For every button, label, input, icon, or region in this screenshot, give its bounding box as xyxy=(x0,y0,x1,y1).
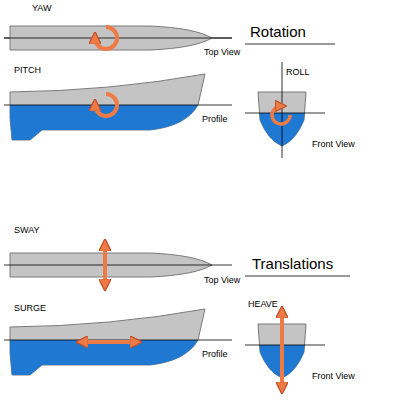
rotation-arrow xyxy=(95,27,117,49)
motion-label: YAW xyxy=(32,4,52,14)
view-label: Front View xyxy=(312,372,355,382)
hull-profile xyxy=(10,309,205,375)
view-label: Profile xyxy=(202,115,228,125)
center-line xyxy=(4,265,232,266)
heading-rule xyxy=(245,44,335,45)
view-label: Profile xyxy=(202,350,228,360)
motion-label: SURGE xyxy=(14,304,46,314)
view-label: Top View xyxy=(204,48,240,58)
water-line xyxy=(245,345,325,346)
vertical-axis xyxy=(282,312,283,390)
view-label: Front View xyxy=(312,140,355,150)
motion-label: PITCH xyxy=(14,66,41,76)
translation-arrow xyxy=(280,312,284,388)
motion-label: HEAVE xyxy=(248,300,278,310)
section-heading: Rotation xyxy=(250,24,306,41)
surge-profile xyxy=(4,309,232,375)
rotation-arrow xyxy=(95,94,117,116)
yaw-top-view xyxy=(4,26,232,50)
water-line xyxy=(245,113,325,114)
motion-label: ROLL xyxy=(286,68,310,78)
view-label: Top View xyxy=(204,276,240,286)
rotation-arrow xyxy=(272,106,290,124)
pitch-profile xyxy=(4,74,232,140)
heading-rule xyxy=(245,276,350,277)
translation-arrow xyxy=(82,340,136,344)
water xyxy=(10,340,205,375)
hull-profile xyxy=(10,74,205,140)
vertical-axis xyxy=(282,62,283,158)
translation-arrow xyxy=(103,245,107,285)
motion-label: SWAY xyxy=(14,226,40,236)
sway-top-view xyxy=(4,245,232,285)
water xyxy=(10,105,205,140)
section-heading: Translations xyxy=(252,256,333,273)
